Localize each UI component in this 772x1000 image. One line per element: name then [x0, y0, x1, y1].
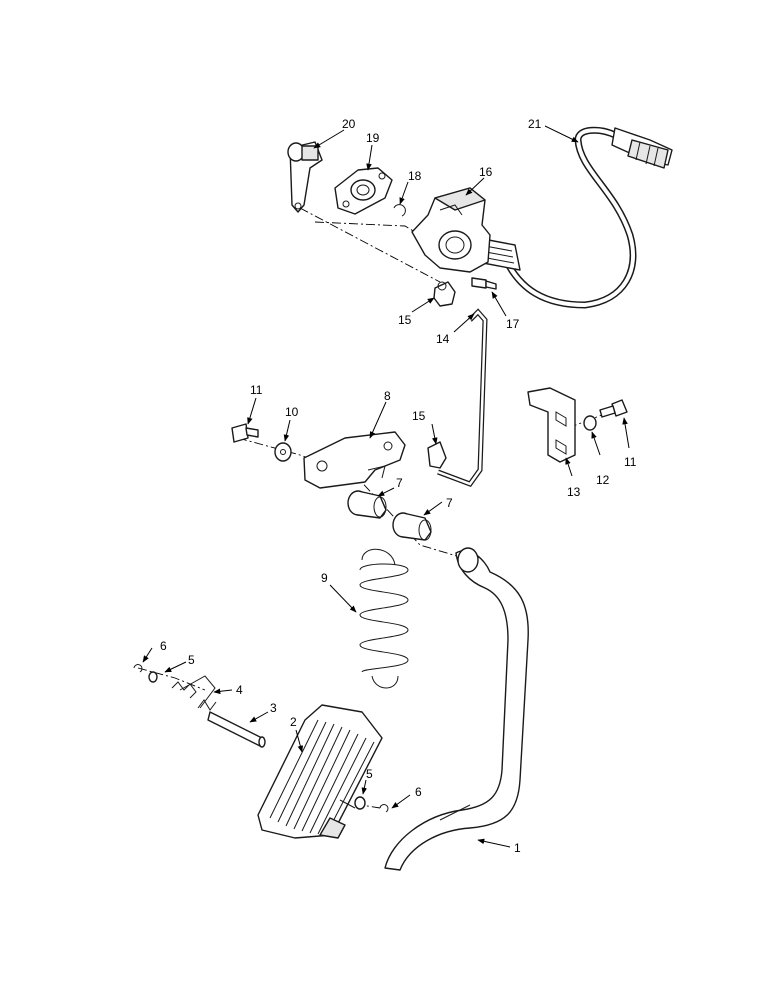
washer-part-12: [583, 415, 597, 431]
callout-labels: 1 2 3 4 5 6 5 6 7 7 8 9 10 11 11 12 13 1…: [160, 117, 637, 855]
callout-17: 17: [506, 317, 520, 331]
callout-4: 4: [236, 683, 243, 697]
pedal-pad-part-2: [257, 704, 383, 839]
plate-part-13: [527, 387, 576, 463]
callout-15-upper: 15: [398, 313, 412, 327]
callout-14: 14: [436, 332, 450, 346]
callout-18: 18: [408, 169, 422, 183]
callout-6-left: 6: [160, 639, 167, 653]
callout-7-b: 7: [446, 496, 453, 510]
washer-part-5-right: [354, 796, 366, 810]
callout-8: 8: [384, 389, 391, 403]
callout-15-lower: 15: [412, 409, 426, 423]
callout-11-right: 11: [624, 455, 637, 469]
mounting-plate-part-19: [334, 167, 393, 215]
callout-10: 10: [285, 405, 299, 419]
callout-5-left: 5: [188, 653, 195, 667]
pedal-arm-part-1: [384, 547, 529, 871]
washer-part-10: [274, 442, 292, 462]
lever-part-20: [287, 141, 323, 213]
callout-7-a: 7: [396, 476, 403, 490]
callout-19: 19: [366, 131, 380, 145]
bushing-part-7-b: [392, 512, 432, 541]
callout-6-right: 6: [415, 785, 422, 799]
bolt-part-11-left: [231, 423, 259, 443]
washer-part-5-left: [148, 671, 158, 683]
callout-16: 16: [479, 165, 493, 179]
bushing-part-7-a: [347, 490, 387, 519]
clip-part-6-right: [379, 804, 389, 813]
callout-13: 13: [567, 485, 581, 499]
torsion-spring-part-4: [171, 675, 217, 711]
bracket-part-8: [303, 431, 406, 489]
retaining-ring-part-18: [393, 204, 406, 217]
spring-part-9: [359, 548, 409, 689]
link-rod-part-14: [437, 308, 488, 488]
leader-lines: [142, 125, 630, 848]
callout-21: 21: [528, 117, 542, 131]
clip-part-15-lower: [427, 441, 447, 469]
callout-1: 1: [514, 841, 521, 855]
wire-harness-part-21: [477, 126, 673, 309]
clip-part-15-upper: [433, 281, 456, 307]
callout-12: 12: [596, 473, 610, 487]
callout-20: 20: [342, 117, 356, 131]
screw-part-17: [471, 277, 497, 290]
callout-2: 2: [290, 715, 297, 729]
callout-5-right: 5: [366, 767, 373, 781]
callout-3: 3: [270, 701, 277, 715]
pedal-sensor-part-16: [411, 187, 491, 273]
callout-9: 9: [321, 571, 328, 585]
clip-part-6-left: [133, 664, 143, 673]
bolt-part-11-right: [599, 399, 628, 418]
pin-part-3: [207, 711, 266, 748]
callout-11-left: 11: [250, 383, 263, 397]
